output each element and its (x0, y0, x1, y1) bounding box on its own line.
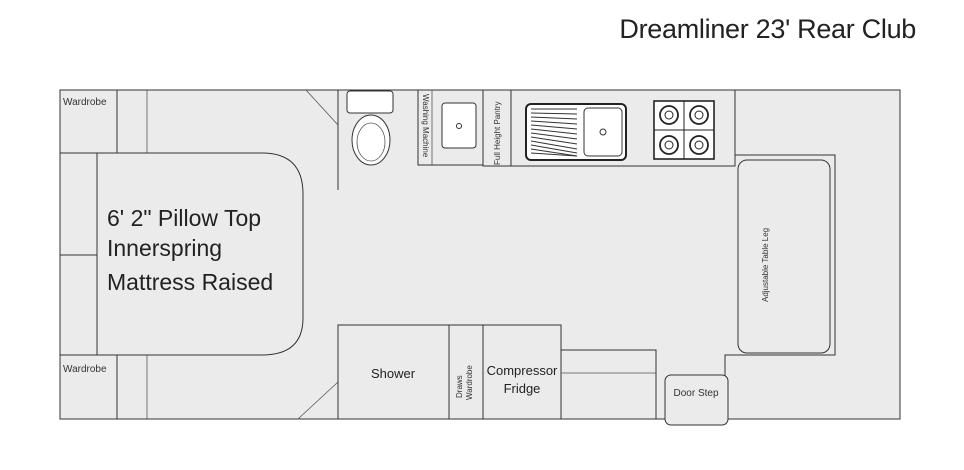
door-step (664, 374, 729, 426)
wardrobe-top-label: Wardrobe (63, 97, 107, 108)
bedside-cabinet-bottom (59, 254, 98, 356)
fridge-label-line2: Fridge (504, 381, 541, 396)
pantry-label: Full Height Pantry (493, 101, 502, 165)
bed-label-line2: Innerspring (107, 235, 222, 261)
fridge-label-line1: Compressor (487, 363, 558, 378)
lounge-seat (724, 89, 901, 420)
dinette-table (737, 159, 831, 354)
wardrobe-bottom-label: Wardrobe (63, 364, 107, 375)
plan-title: Dreamliner 23' Rear Club (619, 14, 916, 44)
washing-machine-label: Washing Machine (421, 94, 430, 158)
table-leg-label: Adjustable Table Leg (761, 228, 770, 302)
bedside-cabinet-top (59, 152, 98, 256)
shower-enclosure (337, 324, 450, 420)
draws-wardrobe (448, 324, 484, 420)
cooktop-icon (653, 100, 715, 160)
sink-icon (525, 103, 627, 161)
draws-label-line2: Wardrobe (465, 365, 474, 400)
bed-label-line3: Mattress Raised (107, 269, 273, 295)
door-step-label: Door Step (673, 388, 718, 399)
shower-label: Shower (371, 366, 416, 381)
bench-cabinet (560, 349, 657, 420)
wardrobe-bottom (59, 354, 118, 420)
compressor-fridge (482, 324, 562, 420)
bed-label-line1: 6' 2" Pillow Top (107, 205, 261, 231)
washing-machine-cabinet (417, 89, 484, 166)
draws-label-line1: Draws (455, 375, 464, 398)
bed (96, 152, 304, 356)
wardrobe-top (59, 89, 118, 154)
toilet-fixture (346, 90, 394, 166)
